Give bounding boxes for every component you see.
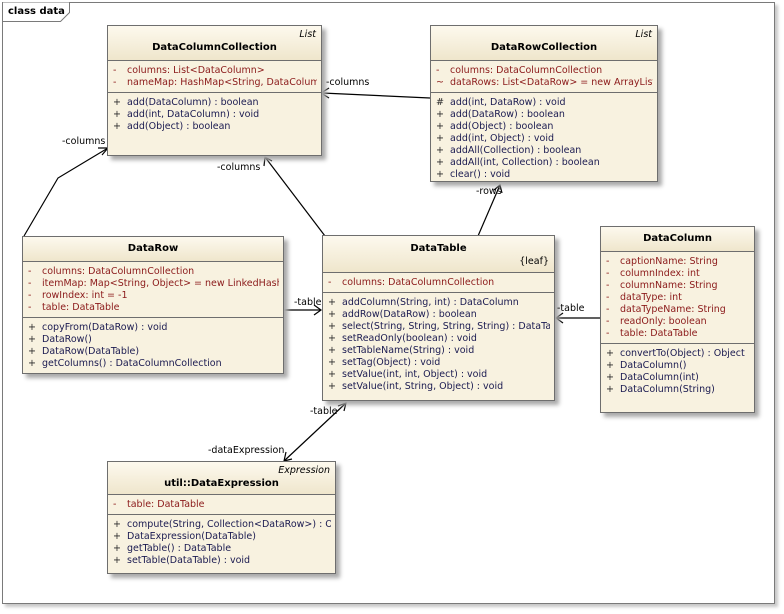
operation-row: +setValue(int, String, Object) : void [328,381,504,392]
operation-row: +add(DataColumn) : boolean [113,97,259,108]
class-name: DataColumnCollection [152,42,277,53]
attribute-row: -columnName: String [606,280,718,291]
edge-label-rowcollection-columns: -columns [326,77,370,88]
operation-row: +setTableName(String) : void [328,345,475,356]
edge-label-datatable-dataexpression: -dataExpression [208,445,285,456]
operations-compartment: +addColumn(String, int) : DataColumn +ad… [323,293,554,396]
operation-row: +addColumn(String, int) : DataColumn [328,297,519,308]
edge-datatable-columncollection [264,156,326,237]
class-stereotype: {leaf} [519,256,549,267]
operation-row: +getTable() : DataTable [113,543,232,554]
attribute-row: -rowIndex: int = -1 [28,290,128,301]
operations-compartment: #add(int, DataRow) : void +add(DataRow) … [431,93,657,184]
edge-rowcollection-columncollection [321,92,431,99]
attribute-row: -table: DataTable [606,328,698,339]
edge-label-datacolumn-table: -table [557,303,585,314]
operation-row: +DataColumn() [606,360,687,371]
operation-row: +DataRow(DataTable) [28,346,140,357]
edge-label-datatable-columns: -columns [217,162,261,173]
operation-row: +DataExpression(DataTable) [113,531,256,542]
attribute-row: -columns: DataColumnCollection [328,277,495,288]
operation-row: +addAll(Collection) : boolean [436,145,582,156]
operation-row: +add(int, DataColumn) : void [113,109,260,120]
attributes-compartment: -columns: DataColumnCollection -itemMap:… [23,262,283,318]
attributes-compartment: -columns: List<DataColumn> -nameMap: Has… [108,61,321,93]
attribute-row: -columns: List<DataColumn> [113,65,265,76]
operation-row: +add(Object) : boolean [113,121,231,132]
operation-row: +getColumns() : DataColumnCollection [28,358,222,369]
class-datarowcollection[interactable]: List DataRowCollection -columns: DataCol… [430,25,658,182]
attribute-row: ~dataRows: List<DataRow> = new ArrayList… [436,77,653,88]
edge-label-datarow-columns: -columns [62,136,106,147]
class-datatable[interactable]: DataTable {leaf} -columns: DataColumnCol… [322,235,555,401]
attribute-row: -table: DataTable [113,499,205,510]
operations-compartment: +add(DataColumn) : boolean +add(int, Dat… [108,93,321,136]
class-datarow[interactable]: DataRow -columns: DataColumnCollection -… [22,236,284,374]
diagram-title: class data [8,6,65,17]
class-name: DataRowCollection [490,42,598,53]
class-stereotype: List [299,29,316,40]
edge-datatable-dataexpression [283,402,347,462]
attribute-row: -readOnly: boolean [606,316,707,327]
edge-label-datatable-rows: -rows [476,186,502,197]
class-dataexpression[interactable]: Expression util::DataExpression -table: … [107,461,336,574]
class-name: DataTable [410,243,467,254]
operation-row: +clear() : void [436,169,511,180]
operation-row: +DataRow() [28,334,92,345]
operation-row: +add(int, Object) : void [436,133,555,144]
attribute-row: -table: DataTable [28,302,120,313]
operations-compartment: +copyFrom(DataRow) : void +DataRow() +Da… [23,318,283,373]
operation-row: +addRow(DataRow) : boolean [328,309,477,320]
operation-row: +DataColumn(String) [606,384,715,395]
operation-row: +copyFrom(DataRow) : void [28,322,168,333]
class-name: DataRow [127,243,179,254]
operation-row: +setValue(int, int, Object) : void [328,369,488,380]
class-name: DataColumn [643,233,712,244]
attribute-row: -captionName: String [606,256,718,267]
attribute-row: -dataTypeName: String [606,304,726,315]
edge-datatable-rowcollection [477,184,501,237]
class-name: util::DataExpression [164,478,279,489]
operation-row: +add(DataRow) : boolean [436,109,565,120]
operations-compartment: +convertTo(Object) : Object +DataColumn(… [601,344,754,399]
attributes-compartment: -table: DataTable [108,495,335,515]
attribute-row: -itemMap: Map<String, Object> = new Link… [28,278,279,289]
edge-label-expression-table: -table [310,406,338,417]
class-stereotype: Expression [278,465,330,476]
operations-compartment: +compute(String, Collection<DataRow>) : … [108,515,335,570]
attributes-compartment: -columns: DataColumnCollection ~dataRows… [431,61,657,93]
operation-row: +addAll(int, Collection) : boolean [436,157,600,168]
class-datacolumncollection[interactable]: List DataColumnCollection -columns: List… [107,25,322,156]
attributes-compartment: -columns: DataColumnCollection [323,273,554,293]
attribute-row: -dataType: int [606,292,682,303]
operation-row: +setTable(DataTable) : void [113,555,251,566]
operation-row: +setTag(Object) : void [328,357,441,368]
operation-row: +add(Object) : boolean [436,121,554,132]
frame-title-tab: class data [2,2,70,22]
class-stereotype: List [635,29,652,40]
operation-row: +compute(String, Collection<DataRow>) : … [113,519,331,530]
attribute-row: -columns: DataColumnCollection [28,266,195,277]
operation-row: +DataColumn(int) [606,372,699,383]
operation-row: +select(String, String, String, String) … [328,321,550,332]
attributes-compartment: -captionName: String -columnIndex: int -… [601,252,754,344]
class-datacolumn[interactable]: DataColumn -captionName: String -columnI… [600,226,755,413]
attribute-row: -columnIndex: int [606,268,700,279]
operation-row: +setReadOnly(boolean) : void [328,333,477,344]
edge-label-datarow-table: -table [294,297,322,308]
operation-row: +convertTo(Object) : Object [606,348,745,359]
edge-datarow-columncollection [23,147,109,237]
operation-row: #add(int, DataRow) : void [436,97,566,108]
attribute-row: -columns: DataColumnCollection [436,65,603,76]
attribute-row: -nameMap: HashMap<String, DataColumn> [113,77,317,88]
